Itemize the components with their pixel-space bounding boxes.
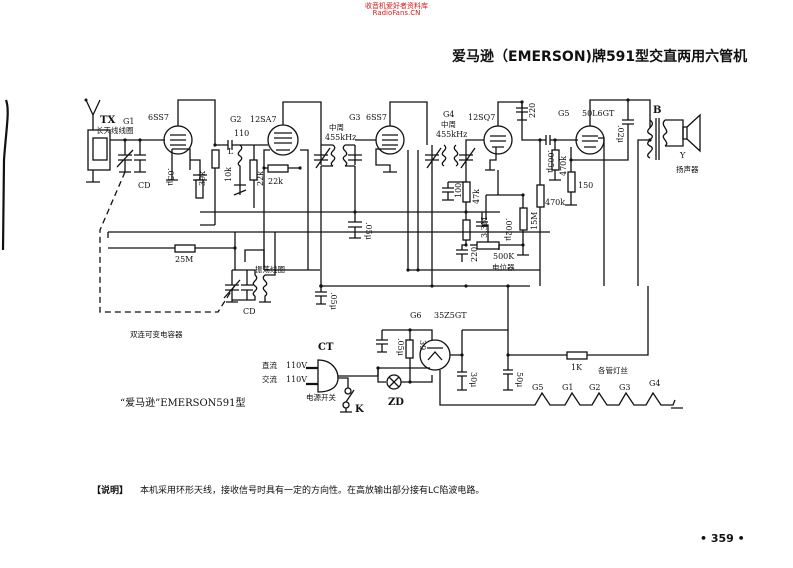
- label-speaker-ref: Y: [679, 151, 686, 160]
- label-switch-ref: K: [355, 404, 364, 415]
- diagram-caption: “爱马逊”EMERSON591型: [120, 398, 246, 409]
- label-r-1k: 1K: [571, 363, 583, 372]
- label-c-osc: .05μ: [329, 292, 338, 310]
- if-transformer-1: [314, 144, 362, 169]
- label-antenna-coil: 长天线线圈: [96, 125, 134, 135]
- label-g4-type: 12SQ7: [468, 113, 495, 122]
- label-if2-freq: 455kHz: [436, 130, 467, 139]
- label-r-10k: 10k: [224, 167, 233, 182]
- label-cd2: CD: [243, 307, 256, 316]
- label-filaments: 各管灯丝: [598, 365, 628, 375]
- page-number: • 359 •: [700, 532, 745, 545]
- pilot-lamp-zd: [386, 374, 402, 390]
- label-g4: G4: [443, 110, 454, 119]
- label-if1-name: 中周: [329, 122, 344, 132]
- label-r-470k-b: 470k: [559, 156, 568, 176]
- label-r-39: 39: [418, 340, 427, 350]
- label-g2-type: 12SA7: [250, 115, 277, 124]
- label-r-470k-a: 470k: [545, 198, 565, 207]
- label-r-22k-a: 22k: [256, 171, 265, 186]
- speaker-symbol: [665, 113, 701, 153]
- explanation-note: 【说明】 本机采用环形天线，接收信号时具有一定的方向性。在高放输出部分接有LC陷波…: [92, 483, 484, 496]
- label-g5: G5: [558, 109, 569, 118]
- note-tag: 【说明】: [92, 486, 129, 496]
- label-dc-v: 110V: [286, 361, 307, 370]
- label-if2-name: 中周: [441, 119, 456, 129]
- label-r-25m: 25M: [175, 255, 193, 264]
- tube-g1: [163, 99, 216, 170]
- label-pot-500k: 500K: [493, 252, 515, 261]
- label-r-15m: 15M: [530, 212, 539, 230]
- label-c-g1-cathode: .05μ: [166, 168, 175, 186]
- label-c-002: .002μ: [504, 218, 513, 241]
- label-cd1: CD: [138, 181, 151, 190]
- label-g6: G6: [410, 311, 421, 320]
- label-filament-5: G4: [649, 379, 660, 388]
- label-g2: G2: [230, 115, 241, 124]
- label-g1: G1: [123, 117, 134, 126]
- label-r-150: 150: [578, 181, 593, 190]
- page-edge-mark: [1, 99, 9, 251]
- label-g3-type: 6SS7: [366, 113, 387, 122]
- label-c-30: 30μ: [469, 372, 478, 387]
- label-c-220b: 220: [470, 247, 479, 262]
- label-dual-cap: 双连可变电容器: [130, 329, 183, 339]
- antenna-symbol: [84, 98, 101, 130]
- tube-g2: [267, 101, 322, 156]
- label-inductor-l: L: [228, 147, 234, 156]
- trimmer-capacitor-cd2: [241, 270, 253, 300]
- label-if1-freq: 455kHz: [325, 133, 356, 142]
- label-c-220a: 220: [528, 103, 537, 118]
- label-osc-coil: 振荡线圈: [255, 264, 285, 274]
- trimmer-capacitor-cd1: [134, 140, 146, 173]
- label-c-02: .02μ: [616, 125, 625, 143]
- label-c-005: .005μ: [546, 150, 555, 173]
- oscillator-coil: [232, 232, 276, 303]
- label-c-110: 110: [234, 129, 249, 138]
- if-transformer-2: [425, 144, 476, 169]
- watermark-line2: RadioFans.CN: [372, 9, 421, 17]
- label-r-39k: 39k: [198, 171, 207, 186]
- label-g3: G3: [349, 113, 360, 122]
- tuning-capacitor-2: [223, 270, 241, 303]
- tuning-capacitor-1: [116, 140, 134, 173]
- label-filament-4: G3: [619, 383, 630, 392]
- loop-antenna-coil: [86, 129, 111, 183]
- label-g5-type: 50L6GT: [582, 109, 615, 118]
- label-c-50: 50μ: [515, 372, 524, 387]
- label-r-22k-b: 22k: [268, 177, 283, 186]
- label-c-100: 100: [454, 183, 463, 198]
- gang-link: [99, 171, 236, 313]
- label-plug: CT: [318, 342, 334, 353]
- label-output-transformer: B: [653, 105, 661, 116]
- note-text: 本机采用环形天线，接收信号时具有一定的方向性。在高放输出部分接有LC陷波电路。: [140, 486, 485, 496]
- watermark-line1: 收音机爱好者资料库: [365, 2, 428, 10]
- power-switch-k: [340, 387, 355, 413]
- tube-g5: [575, 99, 651, 286]
- label-c-g3: .05μ: [364, 222, 373, 240]
- label-filament-3: G2: [589, 383, 600, 392]
- label-power-switch: 电源开关: [306, 392, 336, 402]
- label-g1-type: 6SS7: [148, 113, 169, 122]
- label-volume-pot: 电位器: [492, 262, 515, 272]
- label-g6-type: 35Z5GT: [434, 311, 467, 320]
- label-r-47k: 47k: [472, 189, 481, 204]
- label-ac-v: 110V: [286, 375, 307, 384]
- power-plug: [306, 359, 339, 393]
- page-title: 爱马逊（EMERSON)牌591型交直两用六管机: [452, 49, 748, 65]
- label-filament-2: G1: [562, 383, 573, 392]
- label-pilot-lamp: ZD: [388, 397, 404, 408]
- label-c-rect: .05μ: [396, 338, 405, 356]
- tube-g3: [355, 101, 428, 173]
- label-r-3m3: 3.3M: [480, 217, 489, 238]
- label-filament-1: G5: [532, 383, 543, 392]
- label-dc: 直流: [262, 360, 277, 370]
- label-speaker: 扬声器: [676, 164, 699, 174]
- label-antenna: TX: [100, 115, 115, 126]
- filament-chain: [530, 391, 683, 409]
- label-ac: 交流: [262, 374, 277, 384]
